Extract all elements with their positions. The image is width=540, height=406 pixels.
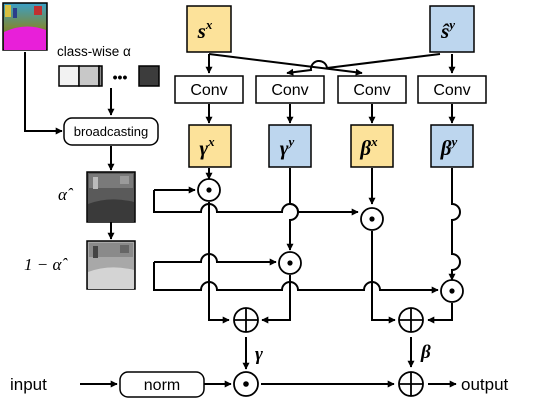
multiply-node-3 — [360, 207, 384, 231]
gamma-y-superscript: y — [286, 134, 294, 149]
conv-box-4: Conv — [417, 75, 487, 104]
s-y-box: ŝy — [429, 5, 475, 53]
gamma-output-label: γ — [255, 344, 263, 365]
norm-box: norm — [119, 371, 205, 398]
conv-label-4: Conv — [433, 82, 470, 99]
multiply-node-4 — [440, 279, 464, 303]
multiply-node-1 — [197, 178, 221, 202]
conv-label-3: Conv — [353, 82, 390, 99]
s-x-superscript: x — [205, 17, 213, 32]
add-node-gamma — [233, 307, 259, 333]
svg-text:γx: γx — [199, 134, 215, 160]
norm-label: norm — [144, 377, 180, 394]
gamma-y-label: γ — [280, 136, 289, 160]
connection-lines — [24, 52, 461, 388]
one-minus-alpha-map-image — [86, 240, 136, 290]
final-multiply-node — [233, 371, 259, 397]
beta-x-superscript: x — [370, 134, 378, 149]
broadcasting-label: broadcasting — [74, 124, 148, 139]
ellipsis-dots: ••• — [113, 69, 128, 85]
svg-text:βx: βx — [359, 134, 378, 160]
alpha-swatch — [58, 65, 160, 87]
beta-x-box: βx — [350, 124, 394, 168]
conv-box-2: Conv — [255, 75, 325, 104]
s-y-label: ŝ — [440, 19, 450, 43]
conv-box-1: Conv — [174, 75, 244, 104]
gamma-y-box: γy — [268, 124, 312, 168]
multiply-node-2 — [278, 251, 302, 275]
final-add-node — [398, 371, 424, 397]
beta-x-label: β — [359, 136, 371, 160]
conv-label-1: Conv — [190, 82, 227, 99]
svg-text:ŝy: ŝy — [440, 17, 455, 43]
output-label: output — [461, 375, 509, 394]
input-label: input — [10, 375, 47, 394]
s-x-label: s — [197, 19, 206, 43]
alpha-map-image — [86, 171, 136, 223]
svg-text:γy: γy — [280, 134, 295, 160]
svg-text:sx: sx — [197, 17, 213, 43]
add-node-beta — [398, 307, 424, 333]
gamma-x-box: γx — [188, 124, 232, 168]
s-x-box: sx — [186, 5, 232, 53]
beta-y-superscript: y — [449, 134, 457, 149]
svg-text:βy: βy — [440, 134, 458, 160]
conv-label-2: Conv — [271, 82, 308, 99]
class-wise-alpha-label: class-wise α — [57, 44, 131, 59]
one-minus-alpha-label: 1 − α̂ — [24, 255, 68, 274]
alpha-hat-label: α̂ — [58, 185, 74, 204]
broadcasting-box — [63, 117, 159, 146]
s-y-superscript: y — [447, 17, 455, 32]
beta-y-box: βy — [430, 124, 474, 168]
beta-y-label: β — [440, 136, 452, 160]
gamma-x-label: γ — [199, 136, 208, 160]
beta-output-label: β — [420, 342, 431, 363]
road-region — [4, 26, 46, 50]
segmentation-map-image — [2, 2, 48, 51]
gamma-x-superscript: x — [207, 134, 215, 149]
conv-box-3: Conv — [337, 75, 407, 104]
